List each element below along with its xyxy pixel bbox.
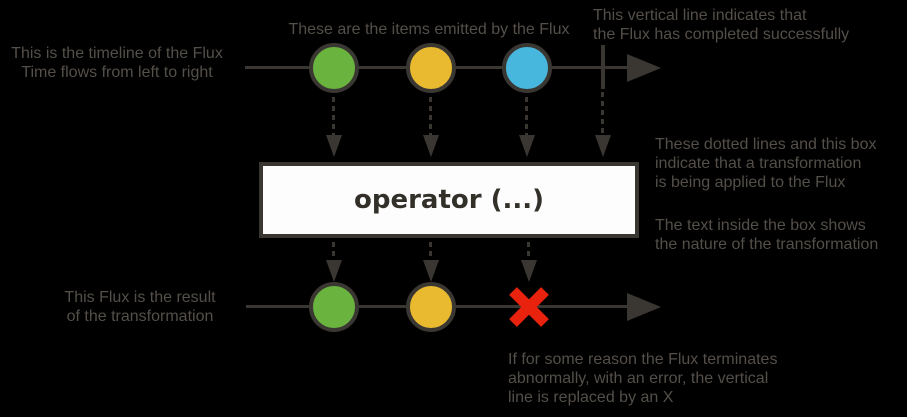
- result-marble-green-icon: [309, 282, 359, 332]
- result-dash-2: [429, 242, 432, 262]
- projection-arrowhead-4-icon: [595, 135, 611, 157]
- result-arrowhead-1-icon: [326, 260, 342, 282]
- projection-arrowhead-3-icon: [519, 135, 535, 157]
- result-dash-3: [527, 242, 530, 262]
- source-marble-green-icon: [309, 43, 359, 93]
- operator-box: operator (...): [259, 162, 639, 238]
- timeline-note: This is the timeline of the Flux Time fl…: [11, 45, 223, 81]
- source-marble-yellow-icon: [406, 43, 456, 93]
- transform-note: These dotted lines and this box indicate…: [655, 136, 877, 191]
- source-timeline-arrowhead-icon: [627, 54, 661, 82]
- complete-note: This vertical line indicates that the Fl…: [593, 7, 850, 43]
- items-note: These are the items emitted by the Flux: [288, 21, 570, 38]
- error-note: If for some reason the Flux terminates a…: [508, 351, 778, 406]
- projection-arrowhead-1-icon: [326, 135, 342, 157]
- projection-dash-2: [429, 97, 432, 135]
- complete-line-icon: [601, 45, 605, 89]
- result-note: This Flux is the result of the transform…: [64, 289, 216, 325]
- result-marble-yellow-icon: [406, 282, 456, 332]
- projection-dash-4: [601, 92, 604, 135]
- projection-dash-1: [332, 97, 335, 135]
- projection-dash-3: [525, 97, 528, 135]
- source-marble-blue-icon: [502, 43, 552, 93]
- result-arrowhead-3-icon: [521, 260, 537, 282]
- error-x-icon: [509, 287, 549, 327]
- operator-label: operator (...): [353, 185, 545, 215]
- result-timeline-arrowhead-icon: [627, 293, 661, 321]
- box-text-note: The text inside the box shows the nature…: [655, 217, 879, 253]
- projection-arrowhead-2-icon: [423, 135, 439, 157]
- result-dash-1: [332, 242, 335, 262]
- result-arrowhead-2-icon: [423, 260, 439, 282]
